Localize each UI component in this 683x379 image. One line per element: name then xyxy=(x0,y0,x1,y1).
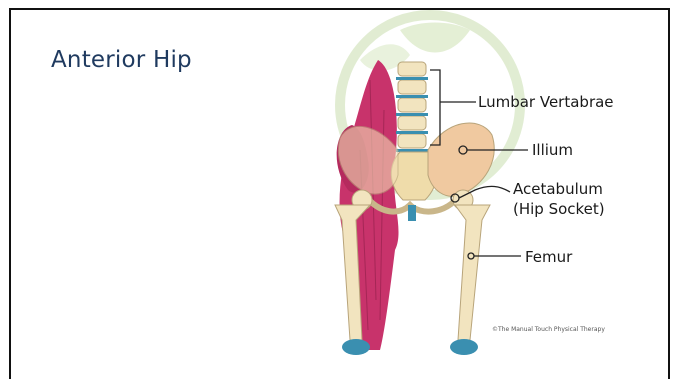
label-acetabulum: Acetabulum xyxy=(513,180,603,198)
label-hip-socket: (Hip Socket) xyxy=(513,200,605,218)
label-illium: Illium xyxy=(532,141,573,159)
lumbar-vertebrae xyxy=(396,62,428,152)
illium-right xyxy=(428,123,494,196)
slide-title: Anterior Hip xyxy=(51,47,192,73)
femur-right xyxy=(450,190,490,355)
copyright-credit: ©The Manual Touch Physical Therapy xyxy=(492,326,605,333)
anterior-hip-illustration xyxy=(308,10,663,370)
label-femur: Femur xyxy=(525,248,572,266)
label-lumbar-vertabrae: Lumbar Vertabrae xyxy=(478,93,614,111)
